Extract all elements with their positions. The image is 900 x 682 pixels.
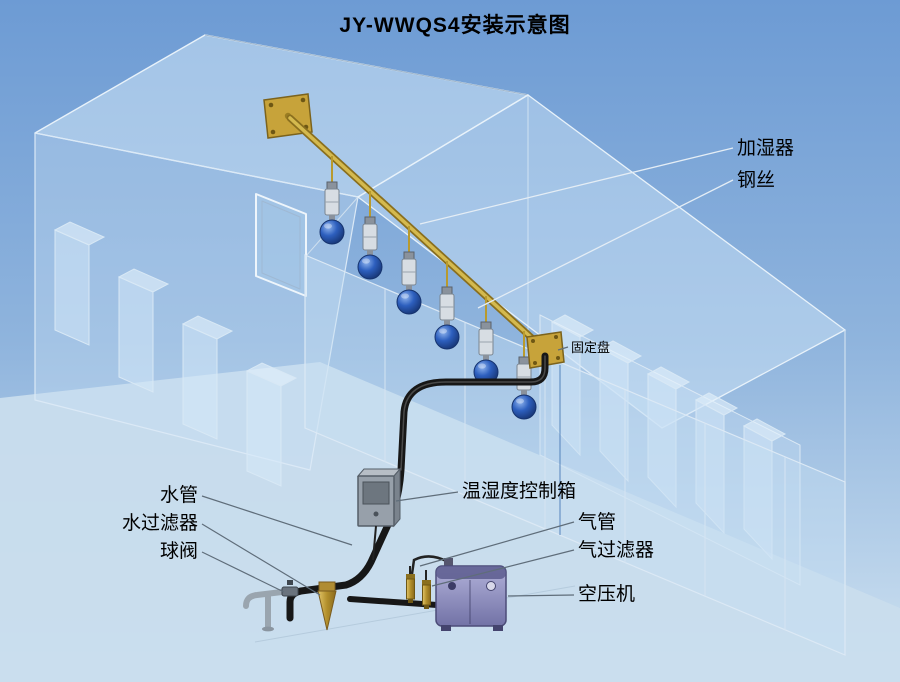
label-control-box: 温湿度控制箱 [462, 480, 576, 502]
window-inner-frame [261, 200, 301, 290]
label-ball-valve: 球阀 [160, 540, 198, 562]
compressor-outlet [444, 558, 453, 568]
label-water-pipe: 水管 [160, 484, 198, 506]
leader-control-box [395, 491, 459, 502]
fixing-plate-bottom [526, 331, 565, 369]
air-compressor [435, 558, 507, 631]
duct-box [117, 268, 170, 393]
leader-steel-wire [477, 179, 734, 309]
pipe-flange [262, 626, 274, 632]
label-humidifier: 加湿器 [737, 137, 794, 159]
control-box [356, 467, 402, 561]
leader-fixing-plate [557, 346, 569, 351]
leader-humidifier [419, 147, 734, 225]
lower-room-wall [304, 254, 846, 656]
duct-box [646, 366, 691, 509]
duct-box [598, 340, 643, 483]
label-fixing-plate: 固定盘 [571, 340, 610, 355]
diagram-title: JY-WWQS4安装示意图 [339, 13, 570, 37]
duct-box [53, 221, 106, 346]
leader-ball-valve [201, 551, 285, 593]
label-air-compressor: 空压机 [578, 583, 635, 605]
right-wall-duct-boxes [550, 314, 787, 561]
duct-box [181, 315, 234, 440]
roof-ridge-line [204, 34, 529, 96]
leader-lines [201, 147, 734, 597]
leader-air-pipe [419, 521, 575, 567]
water-filter [317, 581, 337, 631]
ground-plane [0, 362, 900, 682]
left-wall-duct-boxes [53, 221, 298, 487]
window [255, 193, 307, 297]
air-filter-1 [406, 566, 415, 603]
leader-water-pipe [201, 495, 353, 546]
label-air-filter: 气过滤器 [578, 539, 654, 561]
label-water-filter: 水过滤器 [122, 512, 198, 534]
leader-air-filter [431, 549, 575, 587]
leader-water-filter [201, 523, 321, 596]
label-steel-wire: 钢丝 [737, 169, 775, 191]
duct-box [245, 362, 298, 487]
duct-box [694, 392, 739, 535]
grey-elbow-pipe [243, 589, 285, 609]
leader-compressor [507, 594, 575, 597]
control-box-cable [372, 525, 377, 561]
lower-room-wall-face [304, 254, 846, 656]
label-air-pipe: 气管 [578, 511, 616, 533]
duct-box [742, 418, 787, 561]
air-filter-2 [422, 570, 431, 609]
